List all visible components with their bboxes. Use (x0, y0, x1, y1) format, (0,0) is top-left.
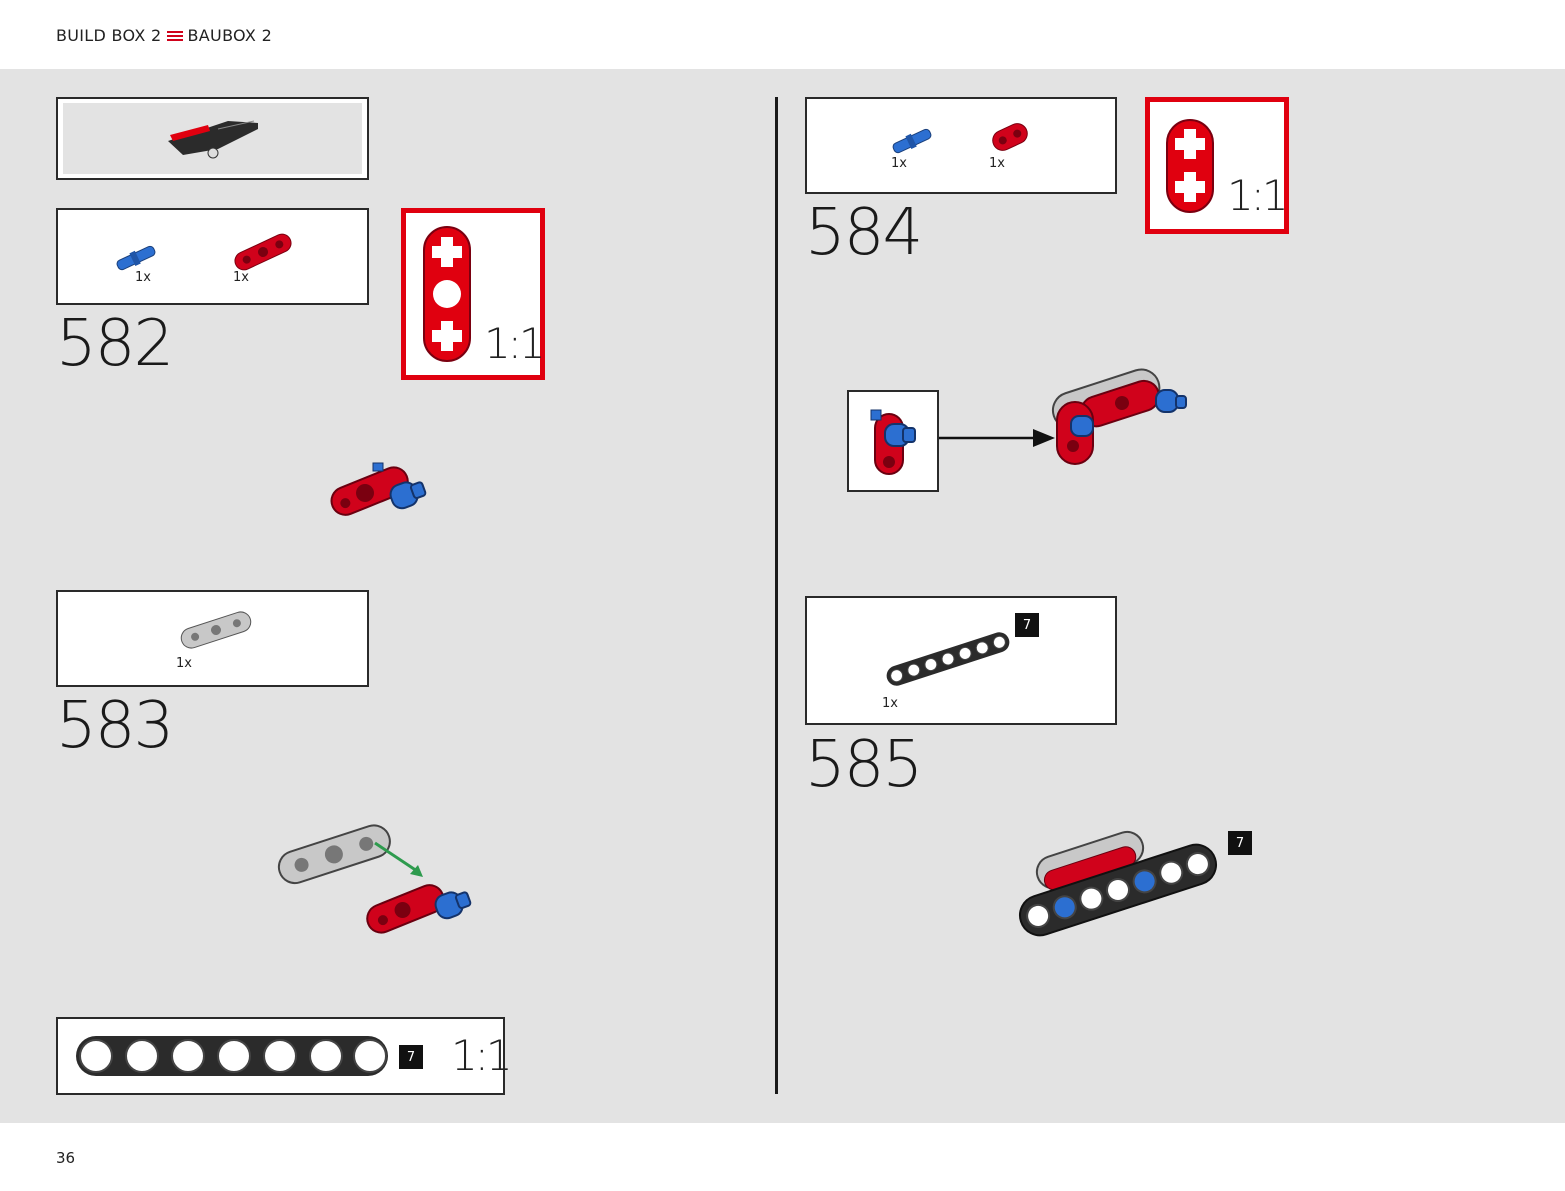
pin-icon (389, 481, 427, 510)
beam-length-callout: 7 1:1 (56, 1017, 513, 1095)
page-divider (775, 97, 778, 1094)
parts-list-584 (805, 97, 1117, 194)
beam-3-icon (180, 611, 252, 649)
pin-icon (434, 891, 472, 920)
beam-3-scale-icon (423, 226, 471, 362)
header-title: BUILD BOX 2 BAUBOX 2 (56, 26, 272, 45)
scale-callout-582: 1:1 (401, 208, 546, 380)
step-number: 584 (805, 196, 923, 270)
parts-list-585: 7 (805, 596, 1117, 725)
beam-2-icon (992, 123, 1028, 151)
pin-with-friction-icon (116, 245, 156, 271)
scale-label: 1:1 (451, 1031, 513, 1080)
assembly-584 (939, 368, 1187, 465)
subassembly-callout (847, 390, 939, 492)
assembly-585 (1019, 830, 1217, 937)
page-header: BUILD BOX 2 BAUBOX 2 (0, 0, 1565, 69)
arrow-head-icon (1033, 429, 1055, 447)
page-footer (0, 1123, 1565, 1191)
pin-icon (1155, 389, 1187, 413)
beam-length-badge: 7 (1228, 831, 1252, 855)
part-quantity: 1x (882, 696, 898, 711)
header-title-german: BAUBOX 2 (187, 26, 273, 45)
flag-lines-icon (166, 30, 183, 42)
grey-beam-icon (277, 824, 391, 885)
beam-7-icon (886, 632, 1010, 686)
step-number: 583 (56, 689, 174, 763)
beam-7-icon (76, 1036, 388, 1076)
assembly-582 (330, 462, 427, 516)
assembly-583 (277, 824, 472, 934)
step-number: 582 (56, 307, 174, 381)
scale-label: 1:1 (484, 319, 546, 368)
beam-3-icon (234, 233, 292, 271)
parts-list-582 (56, 208, 369, 305)
beam-length-badge: 7 (399, 1045, 423, 1069)
part-quantity: 1x (135, 270, 151, 285)
previous-assembly-thumbnail (56, 97, 369, 180)
pin-with-friction-icon (892, 128, 932, 154)
step-number: 585 (805, 728, 923, 802)
scale-callout-584: 1:1 (1145, 97, 1289, 234)
part-quantity: 1x (176, 656, 192, 671)
part-quantity: 1x (891, 156, 907, 171)
beam-length-badge: 7 (1015, 613, 1039, 637)
previous-assembly-icon (63, 103, 362, 174)
parts-list-583 (56, 590, 369, 687)
beam-2-scale-icon (1166, 119, 1214, 213)
part-quantity: 1x (989, 156, 1005, 171)
scale-label: 1:1 (1227, 171, 1289, 220)
part-quantity: 1x (233, 270, 249, 285)
page-number: 36 (56, 1149, 76, 1167)
header-title-english: BUILD BOX 2 (56, 26, 162, 45)
